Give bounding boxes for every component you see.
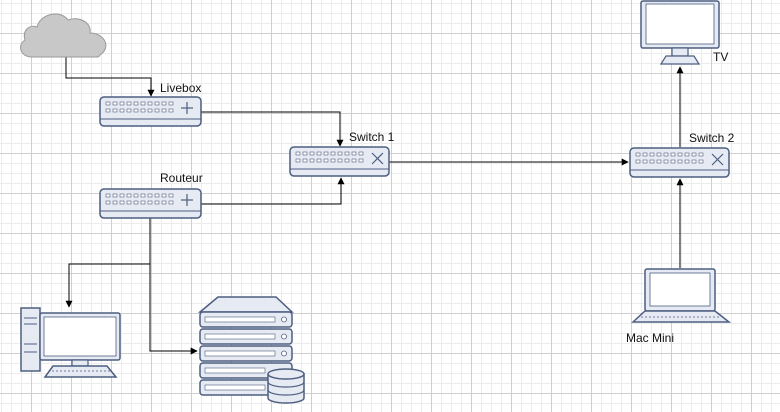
connectors [65,57,684,355]
mac-mini-laptop-icon[interactable] [631,268,732,323]
switch-2-icon[interactable] [629,147,730,178]
routeur-router-icon[interactable] [99,188,202,219]
livebox-label: Livebox [160,81,201,95]
desktop-pc-icon[interactable] [20,307,121,378]
internet-cloud-icon[interactable] [20,13,107,58]
edge-internet-livebox [65,57,155,97]
tv-monitor-icon[interactable] [640,0,720,65]
edge-routeur-server [149,264,198,355]
livebox-router-icon[interactable] [99,96,202,127]
edge-routeur-switch1 [201,177,345,205]
mac-mini-label: Mac Mini [626,331,674,345]
switch-1-label: Switch 1 [349,130,395,144]
routeur-label: Routeur [160,171,203,185]
switch-1-icon[interactable] [289,146,390,177]
edge-livebox-switch1 [201,111,344,147]
server-database-icon[interactable] [197,296,305,404]
switch-2-label: Switch 2 [689,131,735,145]
edge-routeur-pc [65,218,151,308]
tv-label: TV [713,50,728,64]
